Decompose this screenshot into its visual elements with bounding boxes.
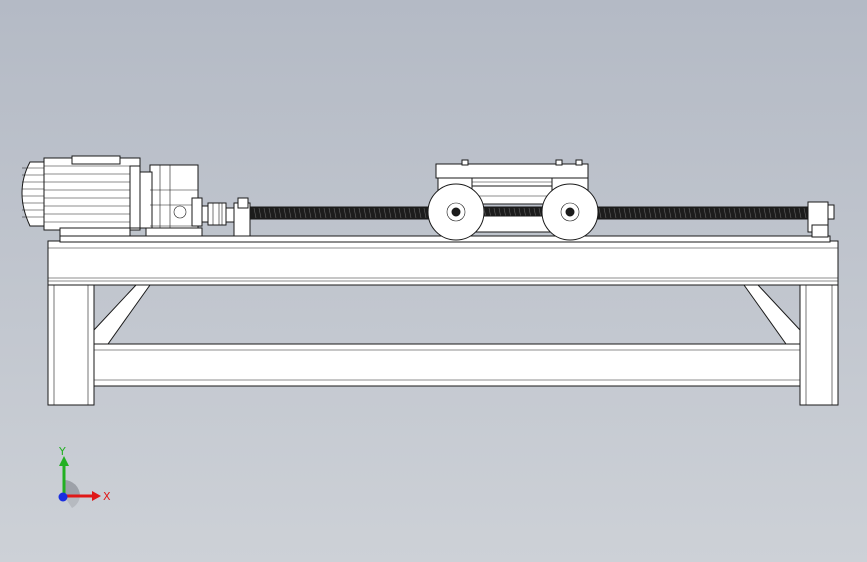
carriage-top-plate	[435, 163, 589, 179]
coupling	[199, 202, 227, 226]
motor-terminal-box	[71, 155, 121, 165]
right-bearing-block	[807, 201, 835, 238]
motor-fan-cover	[21, 161, 45, 227]
motor-body	[43, 157, 141, 231]
gearbox	[139, 164, 203, 237]
z-axis	[58, 492, 68, 502]
frame	[47, 235, 839, 406]
lower-beam	[93, 343, 801, 387]
y-axis-arrow	[59, 456, 69, 466]
carriage-bridge	[469, 185, 555, 205]
left-leg	[47, 284, 95, 406]
right-brace	[743, 284, 801, 345]
gearbox-body	[149, 164, 199, 237]
left-brace	[93, 284, 151, 345]
carriage	[427, 159, 599, 241]
coordinate-triad: Y X	[58, 445, 111, 508]
y-axis-label: Y	[58, 445, 66, 458]
x-axis-arrow	[92, 491, 101, 501]
left-bearing-block	[225, 197, 251, 237]
x-axis-label: X	[103, 490, 111, 503]
ball-screw	[249, 206, 817, 220]
motor	[21, 155, 141, 237]
right-leg	[799, 284, 839, 406]
top-beam	[47, 240, 839, 286]
